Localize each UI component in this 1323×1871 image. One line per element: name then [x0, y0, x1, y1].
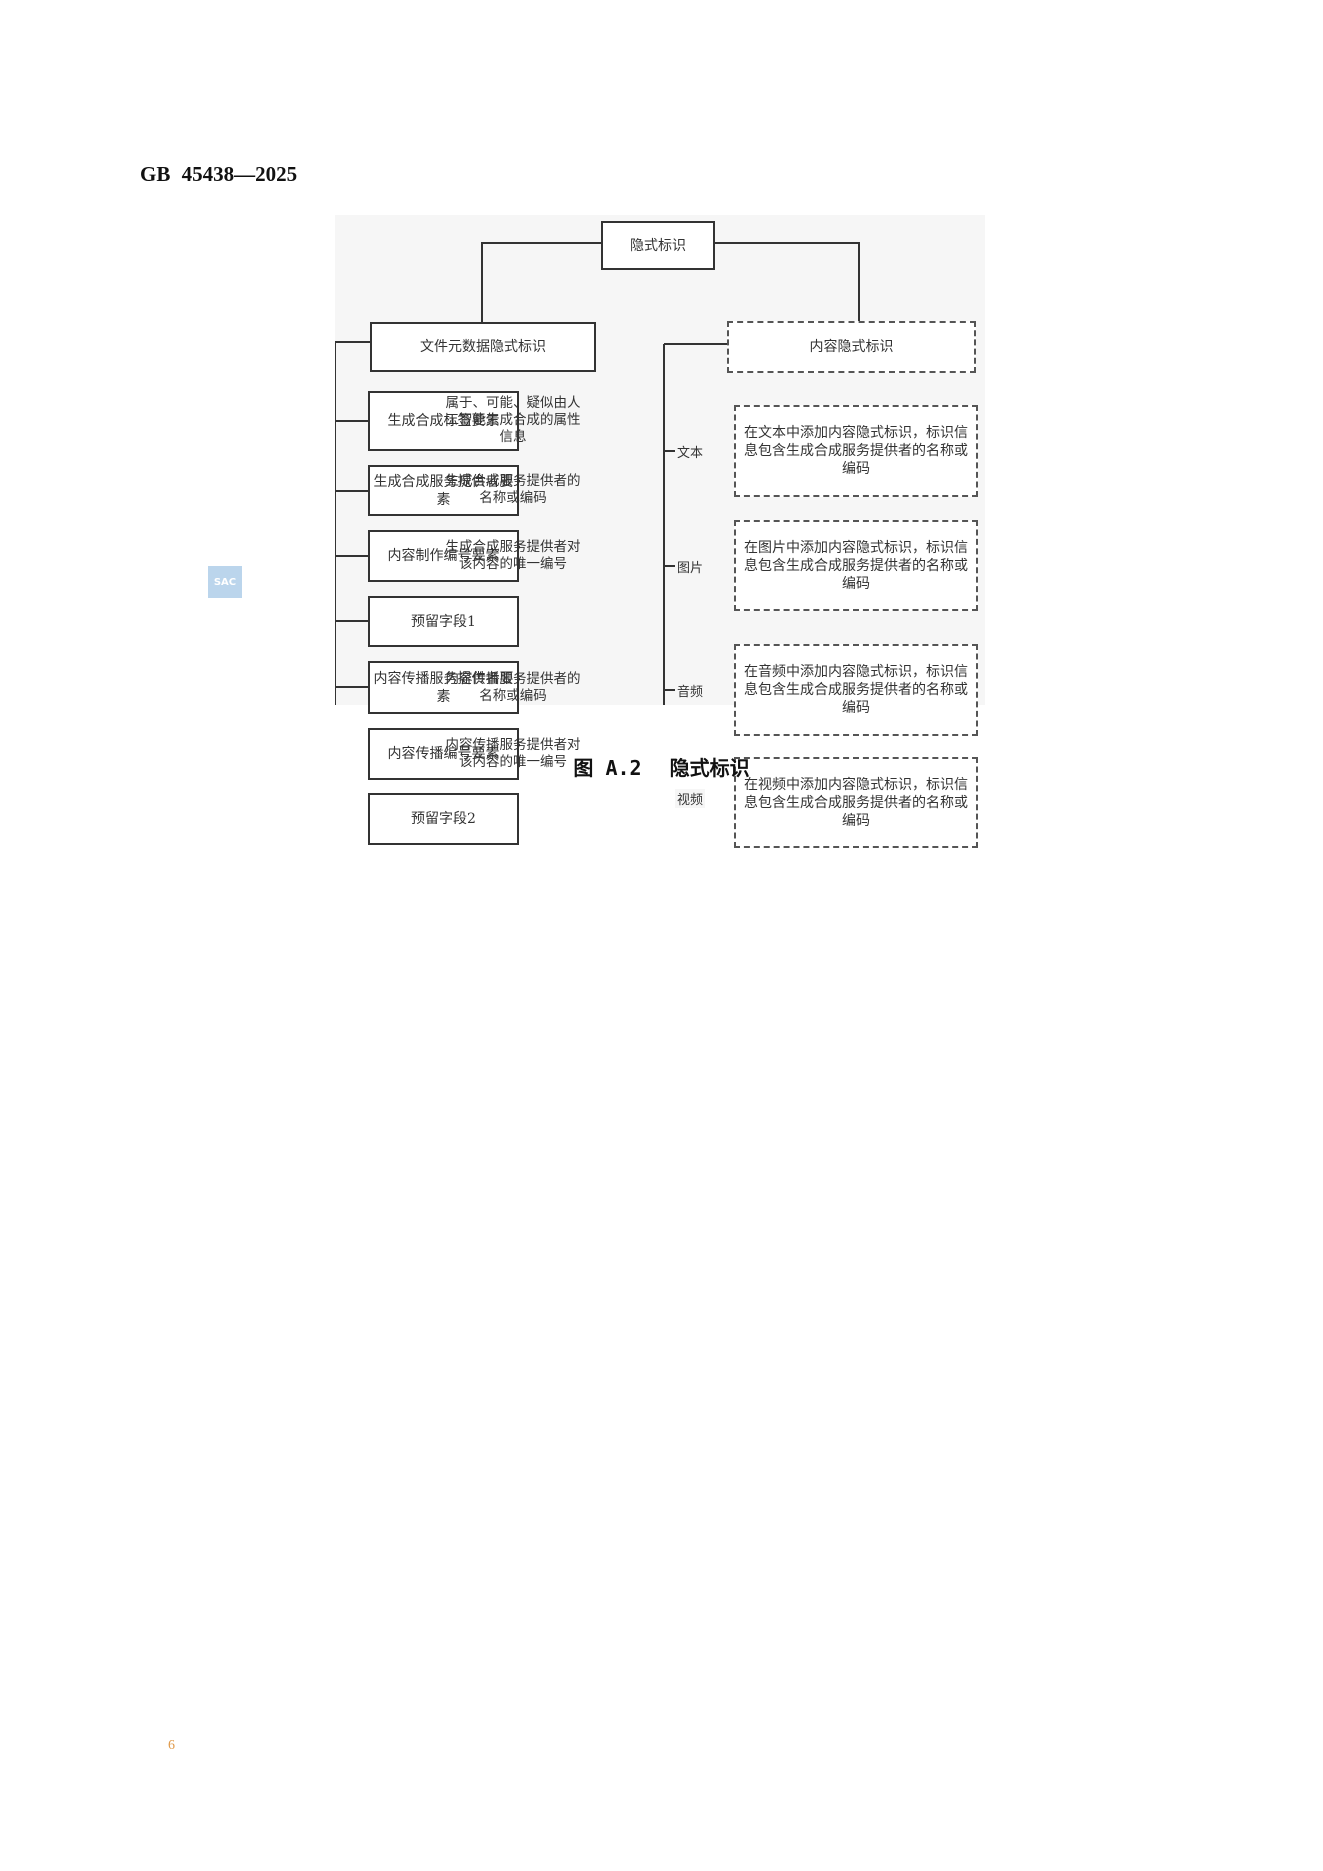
figure-caption: 图 A.2 隐式标识 — [0, 752, 1323, 781]
left-item-box: 生成合成标签要素 — [368, 391, 519, 451]
right-item-box: 在图片中添加内容隐式标识，标识信息包含生成合成服务提供者的名称或编码 — [734, 520, 978, 611]
left-item-box: 预留字段1 — [368, 596, 519, 647]
page-number: 6 — [168, 1738, 175, 1753]
right-item-label: 图片 — [675, 557, 706, 576]
right-item-label: 音频 — [675, 681, 706, 700]
left-item-desc: 属于、可能、疑似由人工智能生成合成的属性信息 — [445, 395, 581, 445]
left-title-box: 文件元数据隐式标识 — [370, 322, 596, 372]
left-item-box: 预留字段2 — [368, 793, 519, 845]
left-item-desc: 内容传播服务提供者的名称或编码 — [445, 671, 581, 704]
left-item-box: 内容传播编号要素 — [368, 728, 519, 780]
sac-watermark-logo: SAC — [208, 566, 242, 598]
right-item-box: 在音频中添加内容隐式标识，标识信息包含生成合成服务提供者的名称或编码 — [734, 644, 978, 736]
implicit-marking-diagram: 隐式标识 文件元数据隐式标识 内容隐式标识 生成合成标签要素 属于、可能、疑似由… — [335, 215, 985, 848]
right-item-label: 文本 — [675, 442, 706, 461]
left-item-box: 生成合成服务提供者要素 — [368, 465, 519, 516]
left-item-desc: 内容传播服务提供者对该内容的唯一编号 — [445, 737, 581, 770]
right-title-box: 内容隐式标识 — [727, 321, 976, 373]
left-item-desc: 生成合成服务提供者的名称或编码 — [445, 473, 581, 506]
right-item-box: 在文本中添加内容隐式标识，标识信息包含生成合成服务提供者的名称或编码 — [734, 405, 978, 497]
left-item-box: 内容传播服务提供者要素 — [368, 661, 519, 714]
left-item-desc: 生成合成服务提供者对该内容的唯一编号 — [445, 539, 581, 572]
root-box: 隐式标识 — [601, 221, 715, 270]
caption-title: 隐式标识 — [669, 756, 750, 780]
caption-number: 图 A.2 — [573, 756, 642, 780]
left-item-box: 内容制作编号要素 — [368, 530, 519, 582]
right-item-box: 在视频中添加内容隐式标识，标识信息包含生成合成服务提供者的名称或编码 — [734, 757, 978, 848]
right-item-label: 视频 — [675, 789, 706, 808]
standard-number: GB 45438—2025 — [140, 162, 298, 186]
